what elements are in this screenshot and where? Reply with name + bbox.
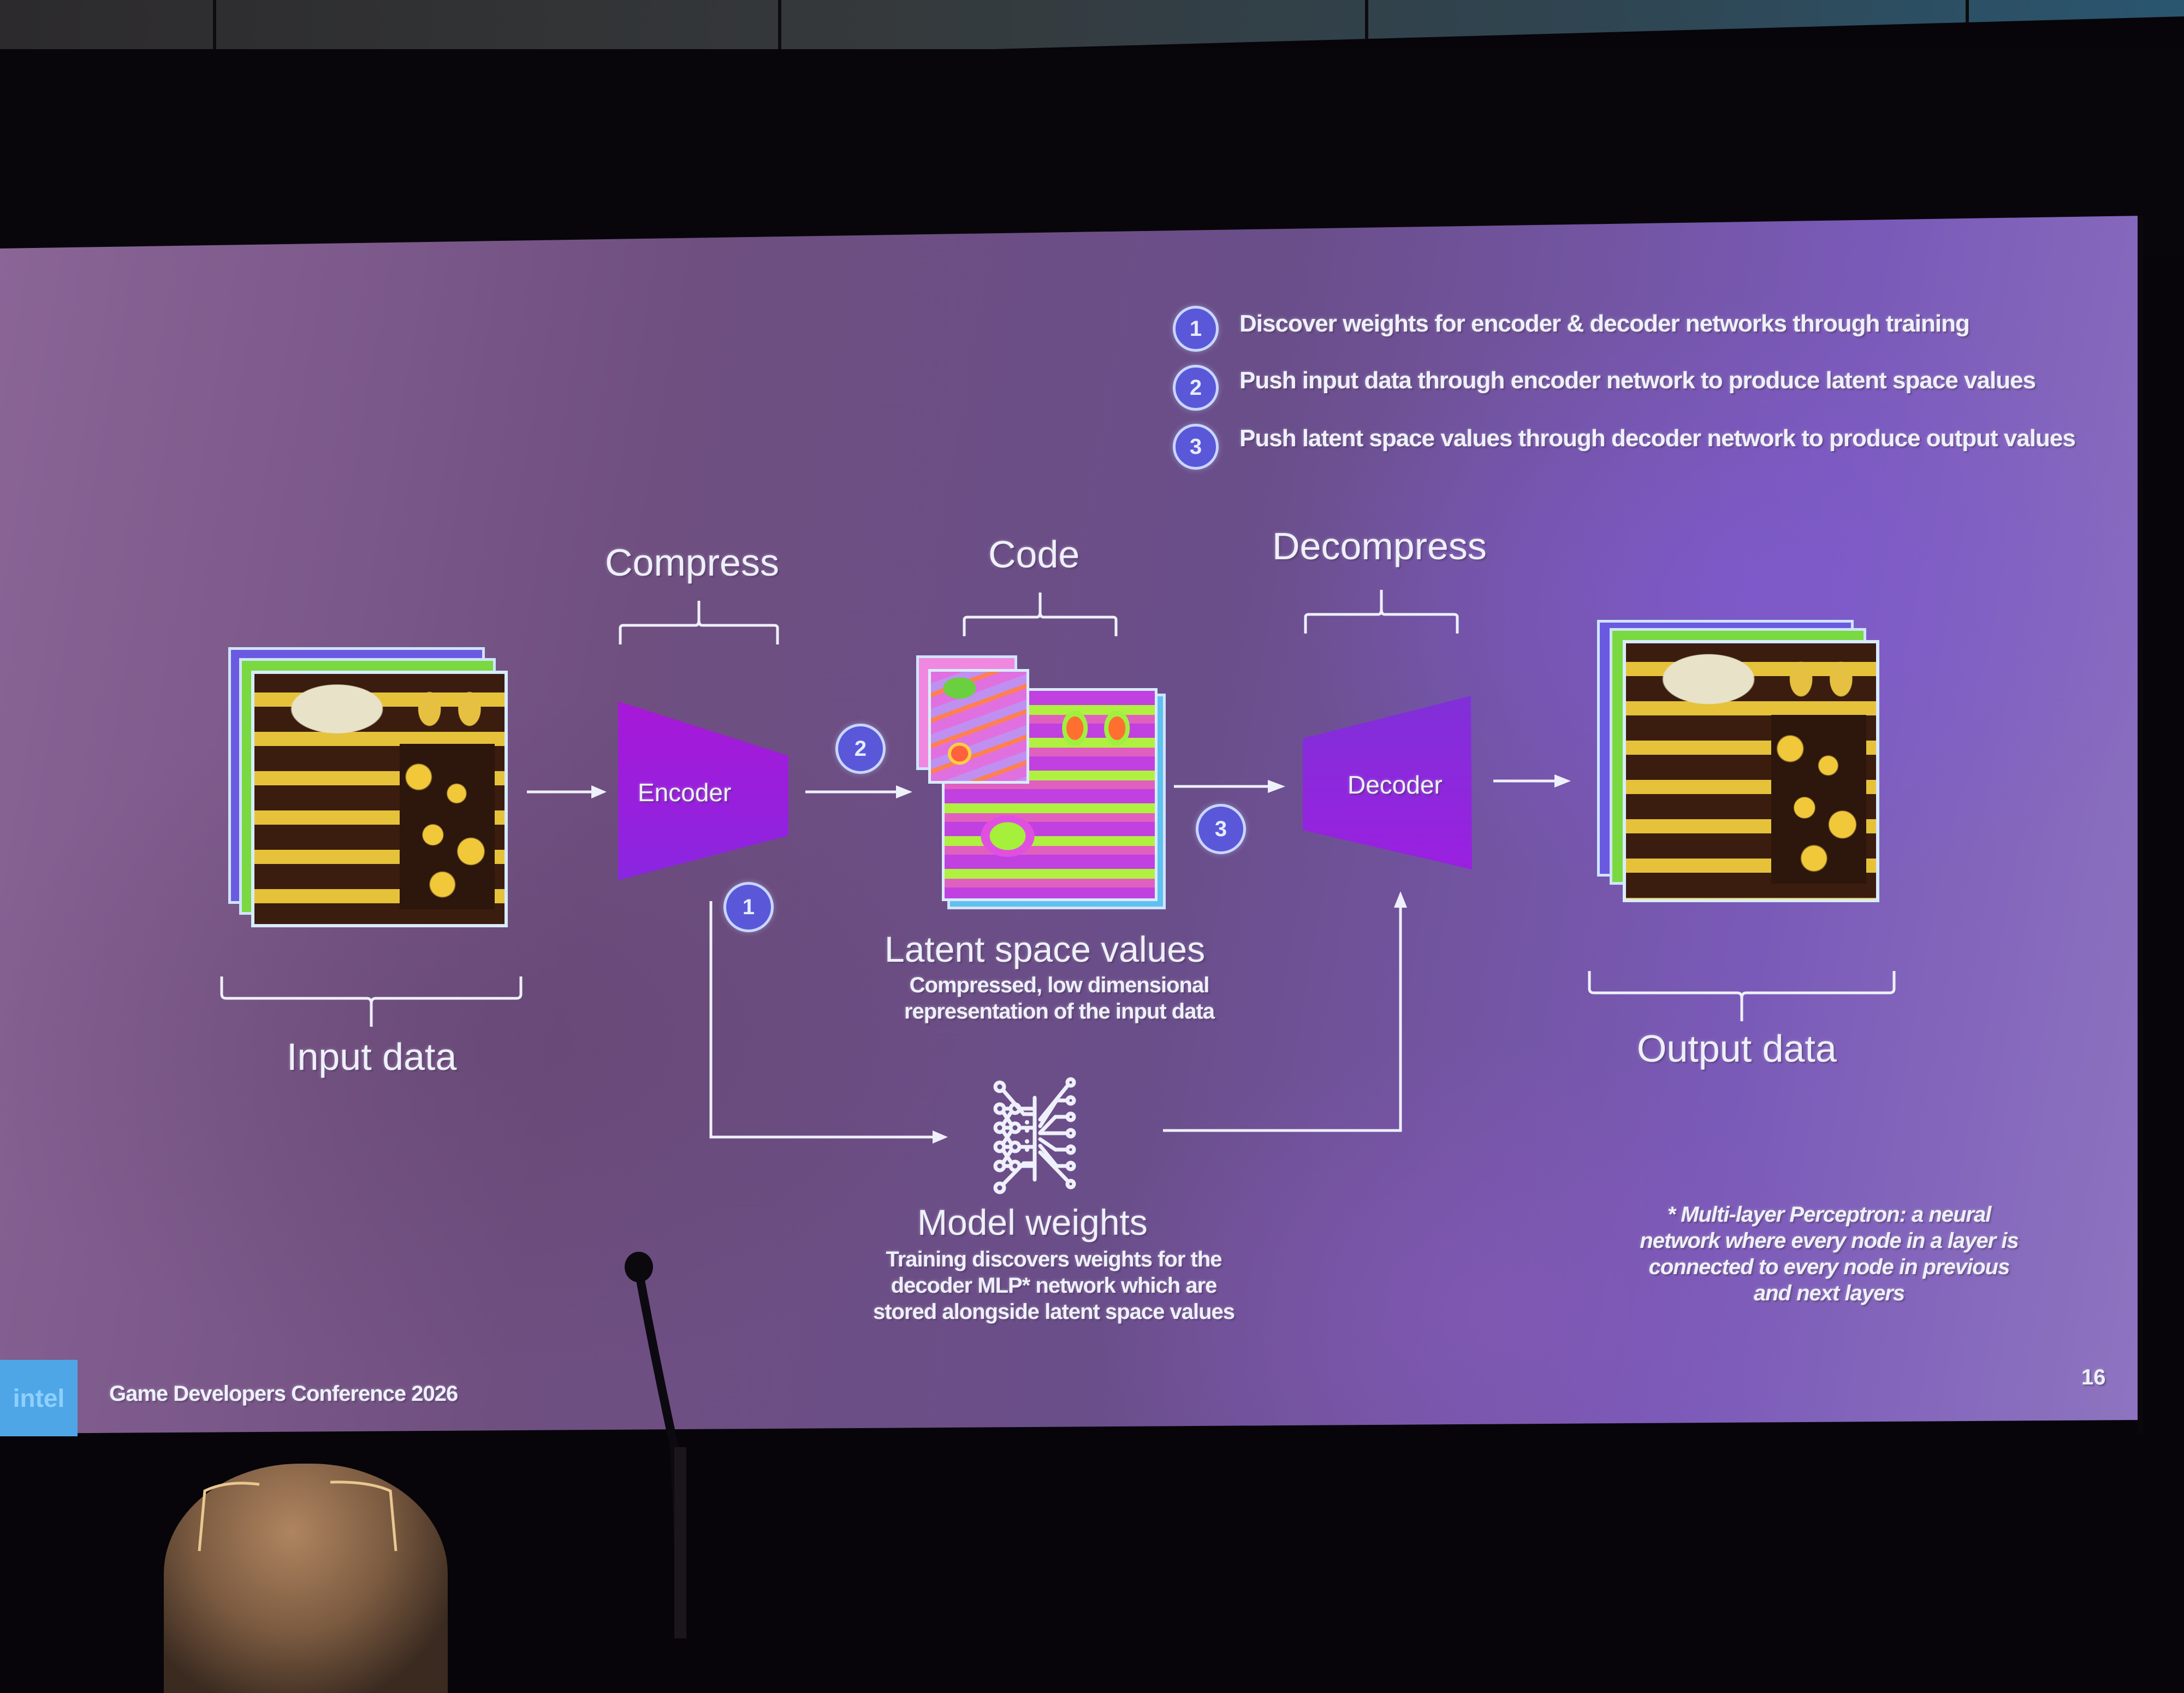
arrow-encoder-to-latent <box>805 785 912 798</box>
footnote-line2: network where every node in a layer is <box>1640 1229 2019 1253</box>
latent-subtitle-line1: Compressed, low dimensional <box>909 973 1210 997</box>
mlp-footnote: * Multi-layer Perceptron: a neural netwo… <box>1616 1201 2042 1306</box>
legend-step-1-text: Discover weights for encoder & decoder n… <box>1239 310 1970 337</box>
latent-texture-image <box>942 688 1158 901</box>
sunglasses-on-head <box>198 1481 397 1552</box>
latent-subtitle: Compressed, low dimensional representati… <box>874 972 1245 1025</box>
encoder-label: Encoder <box>638 778 732 807</box>
bracket-decompress <box>1304 590 1459 634</box>
screen-edge <box>2138 216 2143 1434</box>
footer-event-name: Game Developers Conference 2026 <box>109 1382 458 1406</box>
intel-logo-box: intel <box>0 1360 78 1436</box>
output-data-label: Output data <box>1637 1027 1837 1070</box>
bracket-compress <box>619 601 779 644</box>
input-data-label: Input data <box>287 1035 457 1078</box>
latent-subtitle-line2: representation of the input data <box>904 999 1215 1023</box>
step-badge-2: 2 <box>835 724 886 774</box>
bracket-output <box>1588 971 1896 1021</box>
neural-network-icon <box>993 1077 1076 1194</box>
decoder-block <box>1303 696 1472 869</box>
model-weights-desc-line2: decoder MLP* network which are <box>891 1274 1218 1298</box>
footnote-line1: * Multi-layer Perceptron: a neural <box>1667 1203 1992 1227</box>
model-weights-desc-line1: Training discovers weights for the <box>886 1247 1222 1271</box>
legend-step-2-text: Push input data through encoder network … <box>1239 367 2036 394</box>
microphone-icon <box>625 1252 687 1638</box>
bracket-input <box>220 976 523 1027</box>
panel-seam <box>1365 0 1368 49</box>
bracket-code <box>963 593 1118 636</box>
panel-seam <box>778 0 781 49</box>
page-number: 16 <box>2081 1365 2106 1389</box>
legend-badge-2: 2 <box>1173 365 1219 411</box>
stage-label-compress: Compress <box>605 541 779 584</box>
footnote-line3: connected to every node in previous <box>1648 1255 2010 1279</box>
latent-title: Latent space values <box>885 929 1206 969</box>
decoder-label: Decoder <box>1348 771 1443 799</box>
arrow-latent-to-decoder <box>1174 780 1285 793</box>
model-weights-description: Training discovers weights for the decod… <box>863 1246 1245 1325</box>
legend-badge-3: 3 <box>1173 424 1219 470</box>
panel-seam <box>1966 0 1969 49</box>
legend-badge-1: 1 <box>1173 306 1219 352</box>
stage-label-code: Code <box>988 533 1080 576</box>
panel-seam <box>213 0 216 49</box>
arrow-input-to-encoder <box>527 785 607 798</box>
model-weights-desc-line3: stored alongside latent space values <box>873 1300 1235 1324</box>
stage-label-decompress: Decompress <box>1272 525 1487 567</box>
legend-step-3-text: Push latent space values through decoder… <box>1239 425 2076 452</box>
intel-logo: intel <box>13 1384 65 1412</box>
input-texture-image <box>251 671 508 927</box>
encoder-block <box>618 701 788 880</box>
step-badge-3: 3 <box>1196 804 1246 854</box>
arrow-decoder-to-output <box>1493 774 1571 788</box>
footnote-line4: and next layers <box>1753 1281 1905 1305</box>
training-path-connector <box>709 891 1407 1144</box>
latent-small-texture-image <box>928 669 1029 784</box>
output-texture-image <box>1623 640 1879 902</box>
step-badge-1: 1 <box>723 882 774 932</box>
model-weights-title: Model weights <box>917 1202 1148 1242</box>
